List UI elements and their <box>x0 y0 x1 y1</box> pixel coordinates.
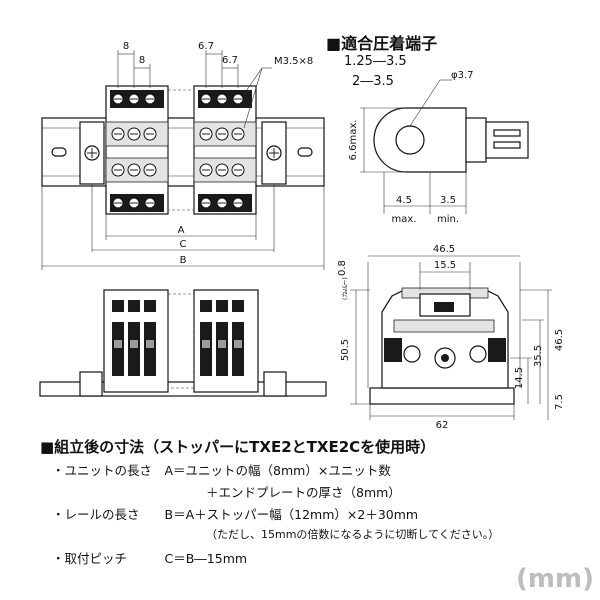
cover-thickness: 0.8 <box>337 260 348 276</box>
dim-b-label: B <box>180 255 187 266</box>
assembly-line: ＋エンドプレートの厚さ（8mm） <box>206 485 401 500</box>
unit-label: (mm) <box>516 564 594 594</box>
assembly-line: （ただし、15mmの倍数になるように切断してください。） <box>206 528 500 541</box>
assembly-line: ・レールの長さ B＝A＋ストッパー幅（12mm）×2＋30mm <box>52 507 419 522</box>
hole-diameter: φ3.7 <box>451 70 474 81</box>
side-height-low: 14.5 <box>514 367 525 389</box>
terminal-screw-icon <box>403 345 421 363</box>
side-height-right: 46.5 <box>554 329 565 351</box>
pitch-label: 8 <box>123 41 129 52</box>
side-base-width: 62 <box>436 420 449 431</box>
terminal-width-a: 4.5 <box>396 195 412 206</box>
rail-slot <box>51 147 67 157</box>
terminal-width-b: 3.5 <box>440 195 456 206</box>
top-view: 8 8 6.7 6.7 M3.5×8 A C B <box>41 41 325 270</box>
pitch-label: 6.7 <box>222 55 238 66</box>
assembly-line: ・取付ピッチ C＝B―15mm <box>52 551 248 566</box>
pitch-label: 8 <box>139 55 145 66</box>
omitted-units <box>167 89 195 211</box>
terminal-screw-icon <box>469 345 487 363</box>
rail-slot <box>297 147 313 157</box>
terminal-group-right <box>193 85 257 215</box>
side-width-inner: 15.5 <box>434 260 456 271</box>
front-stopper <box>79 371 103 397</box>
crimp-terminal-title: ■適合圧着端子 <box>326 34 438 53</box>
assembly-title: ■組立後の寸法（ストッパーにTXE2とTXE2Cを使用時） <box>40 438 436 456</box>
side-view: 46.5 15.5 0.8 (カバー) 50.5 46.5 35.5 14.5 … <box>337 244 565 431</box>
side-height-rail: 7.5 <box>554 394 565 410</box>
terminal-width-b-note: min. <box>437 214 459 225</box>
dim-c-label: C <box>180 239 187 250</box>
terminal-size: 2―3.5 <box>352 74 394 89</box>
screw-size-label: M3.5×8 <box>274 56 313 67</box>
side-height-mid: 35.5 <box>533 345 544 367</box>
side-width-total: 46.5 <box>433 244 455 255</box>
front-stopper <box>263 371 287 397</box>
cover-note: (カバー) <box>342 277 349 300</box>
screw-rows <box>111 93 245 209</box>
front-view <box>39 289 327 397</box>
pitch-label: 6.7 <box>198 41 214 52</box>
terminal-width-a-note: max. <box>392 214 417 225</box>
side-height-left: 50.5 <box>340 339 351 361</box>
side-rail <box>369 387 515 405</box>
terminal-size: 1.25―3.5 <box>344 54 407 69</box>
dim-a-label: A <box>178 225 185 236</box>
terminal-height: 6.6max. <box>348 120 359 161</box>
assembly-line: ・ユニットの長さ A＝ユニットの幅（8mm）×ユニット数 <box>52 463 391 478</box>
terminal-group-left <box>105 85 169 215</box>
crimp-terminal-drawing: φ3.7 6.6max. 4.5 max. 3.5 min. <box>348 70 529 225</box>
